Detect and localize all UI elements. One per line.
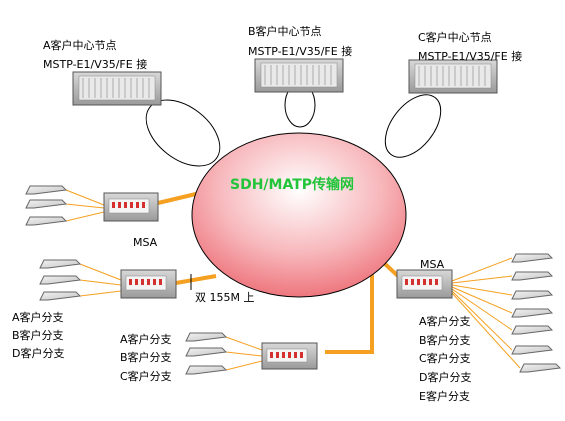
branch-label: E客户分支 xyxy=(419,390,470,403)
loop-a xyxy=(145,99,221,167)
msa-right-device xyxy=(396,269,453,299)
branch-label: D客户分支 xyxy=(12,347,65,360)
branch-modem xyxy=(25,199,68,209)
branch-label: A客户分支 xyxy=(419,315,471,328)
branch-modems-group2 xyxy=(39,259,82,301)
node-b-label: B客户中心节点 xyxy=(248,25,322,38)
branch-label: B客户分支 xyxy=(12,329,64,342)
msa-left-label: MSA xyxy=(133,236,158,249)
branch-label: C客户分支 xyxy=(120,370,172,383)
branch-modem xyxy=(519,363,562,373)
link-capacity-label: 双 155M 上 xyxy=(195,291,255,304)
network-label: SDH/MATP传输网 xyxy=(230,177,355,193)
branch-modem xyxy=(185,332,228,342)
node-c-label: C客户中心节点 xyxy=(418,31,492,44)
access-loops xyxy=(145,82,442,167)
branch-modem xyxy=(511,345,554,355)
node-c-cut-text: MSTP-E1/V35/FE 接 xyxy=(418,50,523,63)
branch-label: A客户分支 xyxy=(120,333,172,346)
branch-modem xyxy=(511,271,554,281)
branch-links xyxy=(65,189,521,371)
branch-label: D客户分支 xyxy=(419,371,472,384)
branch-modem xyxy=(511,253,554,263)
trunk-links xyxy=(157,191,400,354)
branch-label: B客户分支 xyxy=(419,334,471,347)
branch-label: A客户分支 xyxy=(12,311,64,324)
access-device-left xyxy=(120,269,177,299)
center-node-b-rack xyxy=(254,58,344,93)
node-a-cut-text: MSTP-E1/V35/FE 接 xyxy=(43,58,148,71)
access-device-bottom xyxy=(261,342,318,370)
branch-modem xyxy=(39,291,82,301)
trunk-link-device-left xyxy=(175,274,217,285)
center-node-a-rack xyxy=(72,71,162,106)
trunk-link-msa-left xyxy=(157,191,201,205)
branch-modems-group3 xyxy=(185,332,228,375)
msa-left-device xyxy=(103,192,159,222)
branch-modem xyxy=(511,290,554,300)
branch-label: B客户分支 xyxy=(120,351,172,364)
msa-right-label: MSA xyxy=(420,258,445,271)
branch-modems-group1 xyxy=(25,185,68,226)
sdh-network-cloud xyxy=(191,132,407,298)
trunk-link-msa-right xyxy=(382,261,400,278)
node-a-label: A客户中心节点 xyxy=(43,39,117,52)
branch-modem xyxy=(39,275,82,285)
branch-label: C客户分支 xyxy=(419,352,471,365)
branch-modem xyxy=(25,185,68,195)
branch-modems-group4 xyxy=(511,253,562,373)
center-node-c-rack xyxy=(408,59,498,94)
branch-modem xyxy=(39,259,82,269)
branch-modem xyxy=(185,347,228,357)
loop-c xyxy=(384,94,442,158)
branch-modem xyxy=(511,325,554,335)
branch-modem xyxy=(25,216,68,226)
branch-modem xyxy=(185,365,228,375)
node-b-cut-text: MSTP-E1/V35/FE 接 xyxy=(248,45,353,58)
trunk-link-bottom xyxy=(325,272,374,354)
branch-modem xyxy=(511,308,554,318)
